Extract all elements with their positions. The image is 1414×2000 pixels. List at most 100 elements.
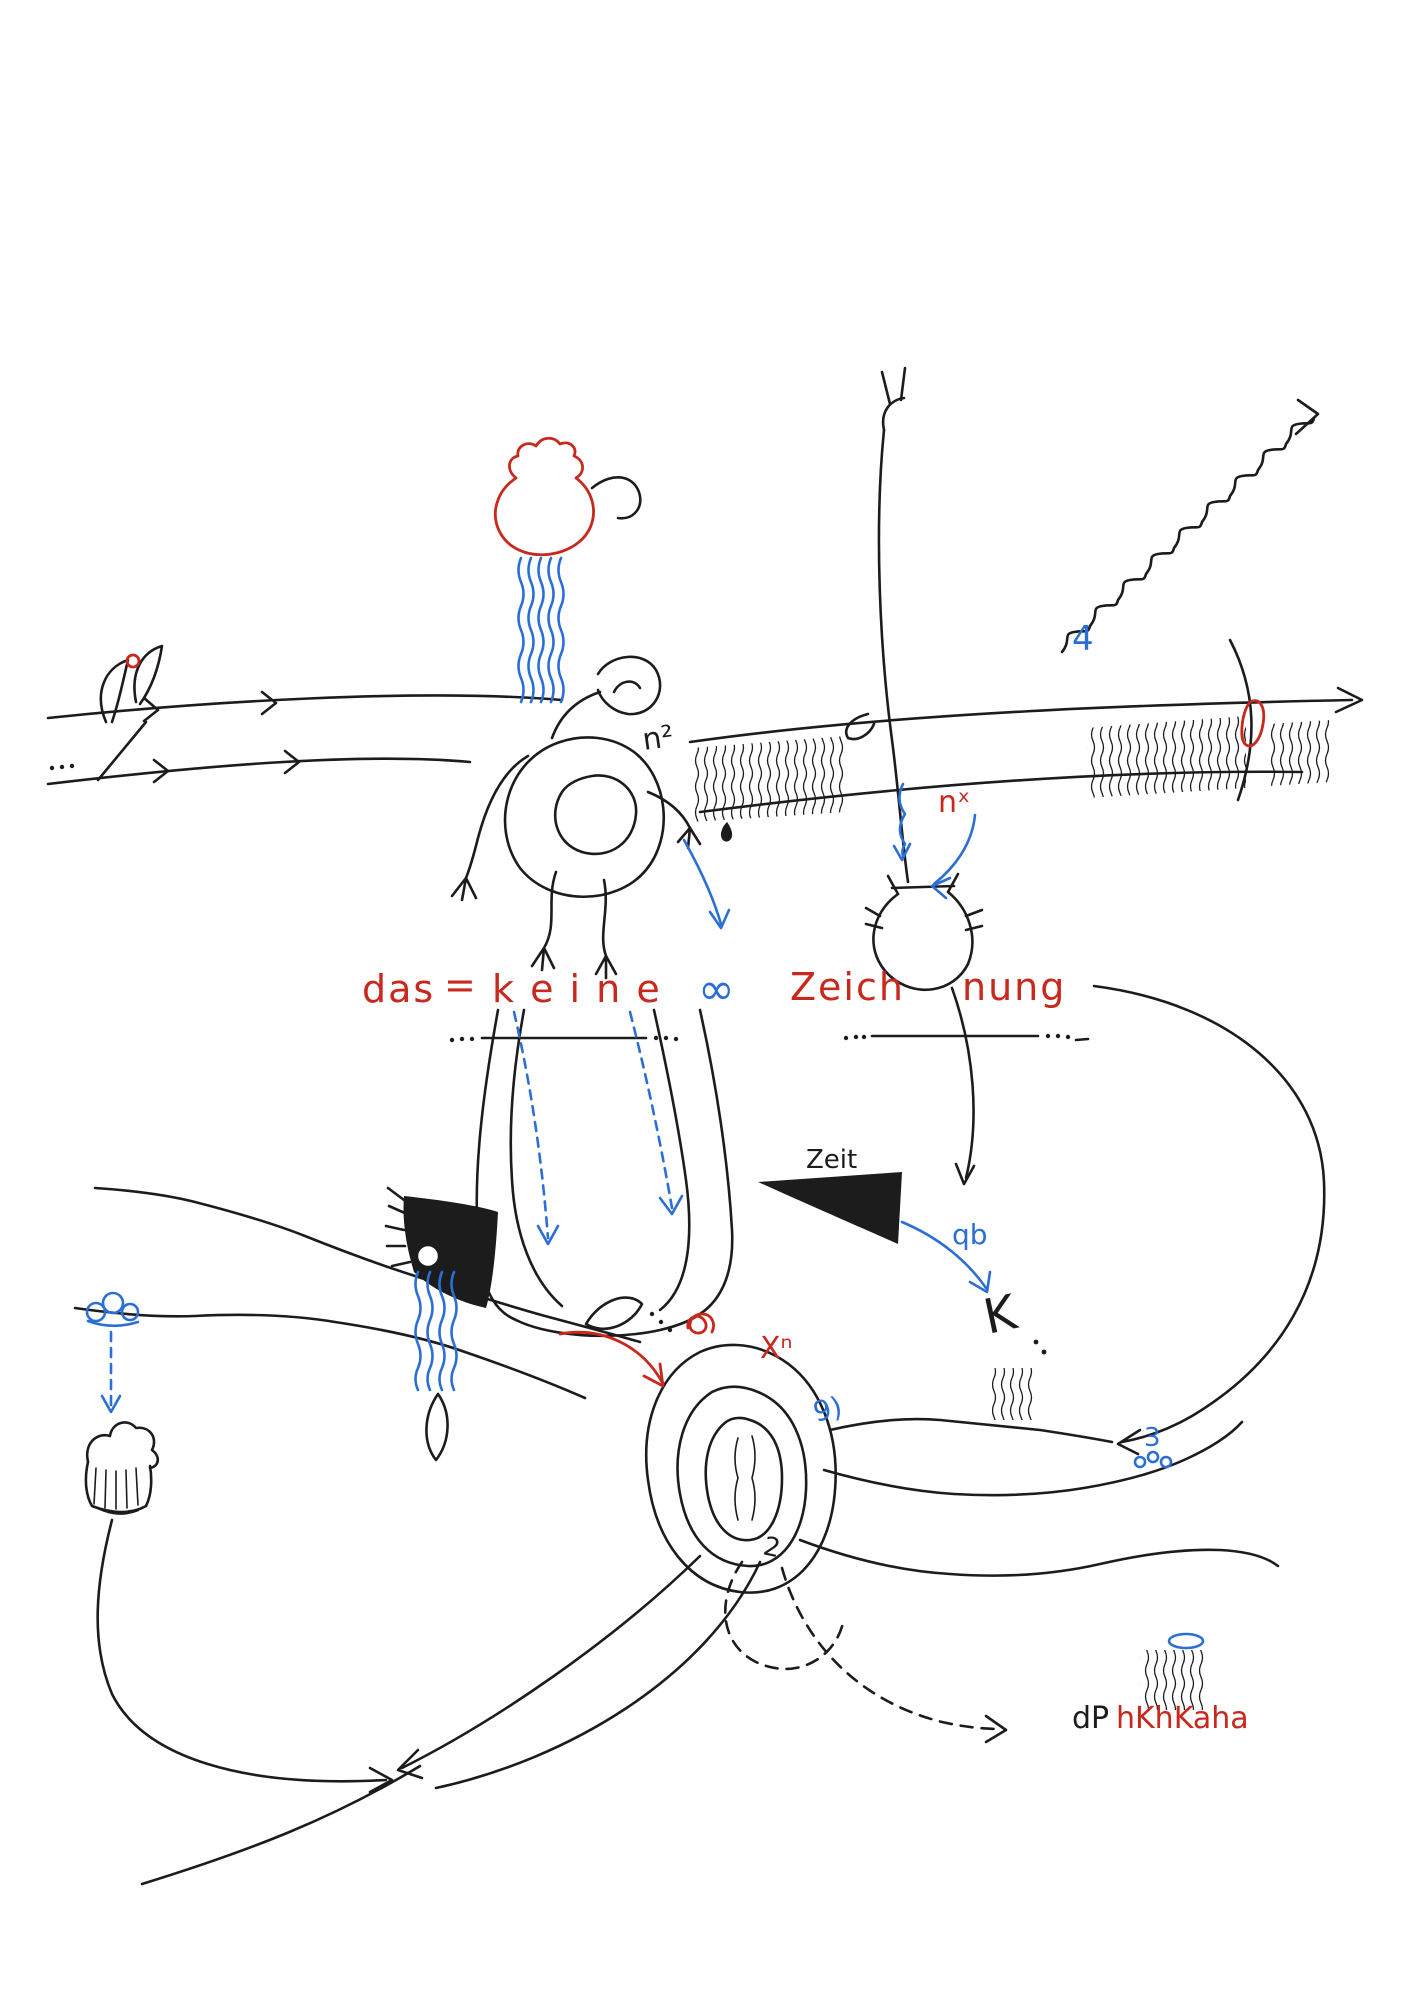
band-dot bbox=[59, 764, 65, 770]
tentacle-downleft bbox=[400, 1554, 702, 1770]
blue-wave-line bbox=[438, 1270, 446, 1392]
band-tick-chevron bbox=[142, 696, 160, 723]
cupcake-long-curve bbox=[96, 1518, 388, 1783]
dp-hatch-group bbox=[1140, 1650, 1206, 1710]
zeit-wedge bbox=[758, 1172, 902, 1244]
blue-cloud-arrowhead bbox=[100, 1394, 122, 1414]
equals-sign: = bbox=[444, 963, 478, 1007]
label-3: 3 bbox=[1144, 1423, 1161, 1453]
figure-left-claw bbox=[450, 876, 478, 902]
ink-teardrop bbox=[720, 822, 733, 842]
blob-lashes bbox=[384, 1186, 412, 1268]
word-nung: nung bbox=[962, 965, 1066, 1009]
pot-handle bbox=[864, 906, 884, 930]
rule-dot bbox=[1055, 1033, 1061, 1039]
label-n2: n² bbox=[640, 719, 676, 758]
blue-triple-circle bbox=[1159, 1455, 1173, 1469]
tangle-mid bbox=[676, 1385, 808, 1568]
stem-funnel bbox=[845, 712, 876, 741]
rule-dot bbox=[653, 1035, 659, 1041]
pot-rim-flare bbox=[886, 872, 960, 896]
tangle bbox=[425, 1296, 1036, 1744]
blue-center-arrow bbox=[682, 838, 723, 926]
band-left-upper-line bbox=[46, 694, 564, 720]
stem-whisker bbox=[899, 366, 907, 402]
figure-right-arm bbox=[646, 790, 692, 830]
leaf-dot bbox=[649, 1311, 655, 1317]
red-jug bbox=[493, 436, 595, 557]
cupcake-body bbox=[84, 1460, 153, 1514]
figure-neck bbox=[550, 690, 602, 740]
figure-head bbox=[596, 655, 662, 716]
rule-dot bbox=[861, 1034, 867, 1040]
figure-claw bbox=[594, 954, 618, 980]
label-o-paren: 9) bbox=[810, 1390, 846, 1429]
figure-body-strand bbox=[542, 870, 558, 950]
rule-dot bbox=[673, 1036, 679, 1042]
red-arrow bbox=[558, 1330, 664, 1384]
pot-body bbox=[872, 890, 974, 991]
tentacle-left-lower bbox=[73, 1306, 587, 1400]
leaf-dot bbox=[658, 1319, 664, 1325]
blue-marks bbox=[85, 782, 1205, 1650]
blue-dashed-arrow bbox=[628, 1010, 674, 1210]
jug-flourish bbox=[590, 476, 642, 520]
figure-left-arm bbox=[464, 754, 530, 880]
dashed-loop bbox=[723, 1560, 846, 1671]
figure-claw bbox=[530, 946, 556, 972]
label-k: K bbox=[979, 1284, 1023, 1346]
squiggle-arrowhead bbox=[1294, 398, 1320, 436]
rule-dot bbox=[1065, 1034, 1071, 1040]
tangle-inner bbox=[704, 1416, 784, 1542]
pot-handle bbox=[964, 908, 984, 932]
band-dot bbox=[49, 765, 55, 771]
figure-head-inner bbox=[612, 680, 642, 694]
cupcake-base bbox=[96, 1506, 140, 1515]
figure-upper bbox=[450, 655, 733, 980]
tentacle-left-upper bbox=[93, 1186, 642, 1344]
tentacles bbox=[73, 1186, 1280, 1886]
band-right-arrowhead bbox=[1334, 686, 1364, 714]
tentacle-right-upper bbox=[828, 1417, 1114, 1444]
band-right-upper-line bbox=[688, 698, 1354, 744]
blue-cloud-base bbox=[86, 1319, 140, 1328]
red-spiral bbox=[686, 1312, 715, 1335]
cupcake-hatch bbox=[93, 1467, 139, 1510]
red-arrowhead bbox=[642, 1362, 665, 1388]
drip-line bbox=[537, 556, 545, 704]
eye-leaf bbox=[584, 1296, 644, 1330]
band-cross-stroke bbox=[96, 720, 148, 782]
pot-descender-arrowhead bbox=[954, 1162, 976, 1186]
rule-dot bbox=[449, 1037, 455, 1043]
black-shapes bbox=[384, 1172, 902, 1308]
skirt-bottom bbox=[514, 1312, 702, 1338]
cupcake-sketch bbox=[84, 1421, 160, 1515]
dotted-rule bbox=[449, 1033, 1090, 1043]
word-zeich: Zeich bbox=[790, 965, 905, 1009]
figure-lower bbox=[475, 1008, 734, 1338]
label-2: 2 bbox=[761, 1532, 783, 1565]
infinity-sign: ∞ bbox=[698, 964, 735, 1015]
word-keine: k e i n e bbox=[492, 967, 662, 1011]
band-hatch-block bbox=[1086, 716, 1246, 798]
stem-whisker bbox=[880, 370, 892, 406]
blue-wave-line bbox=[414, 1270, 422, 1392]
rule-dot bbox=[459, 1036, 465, 1042]
rule-dot bbox=[1045, 1033, 1051, 1039]
k-dot bbox=[1041, 1349, 1047, 1355]
blue-qb-arrowhead bbox=[968, 1270, 992, 1294]
label-nx: nˣ bbox=[938, 785, 970, 820]
cupcake-curve-arrowhead bbox=[368, 1766, 394, 1794]
petal-shape bbox=[133, 644, 164, 706]
rule-dot bbox=[469, 1036, 475, 1042]
pot-rim bbox=[890, 884, 956, 890]
blue-cloud-circle bbox=[120, 1302, 140, 1322]
dp-hatch-block bbox=[1140, 1650, 1206, 1710]
band-crossing-arc bbox=[1228, 638, 1253, 802]
label-xn: Xⁿ bbox=[760, 1331, 793, 1366]
blue-qb-arrow bbox=[900, 1220, 988, 1290]
red-jug-group bbox=[493, 436, 642, 704]
k-hatch-block bbox=[992, 1368, 1036, 1420]
rule-dot bbox=[853, 1034, 859, 1040]
